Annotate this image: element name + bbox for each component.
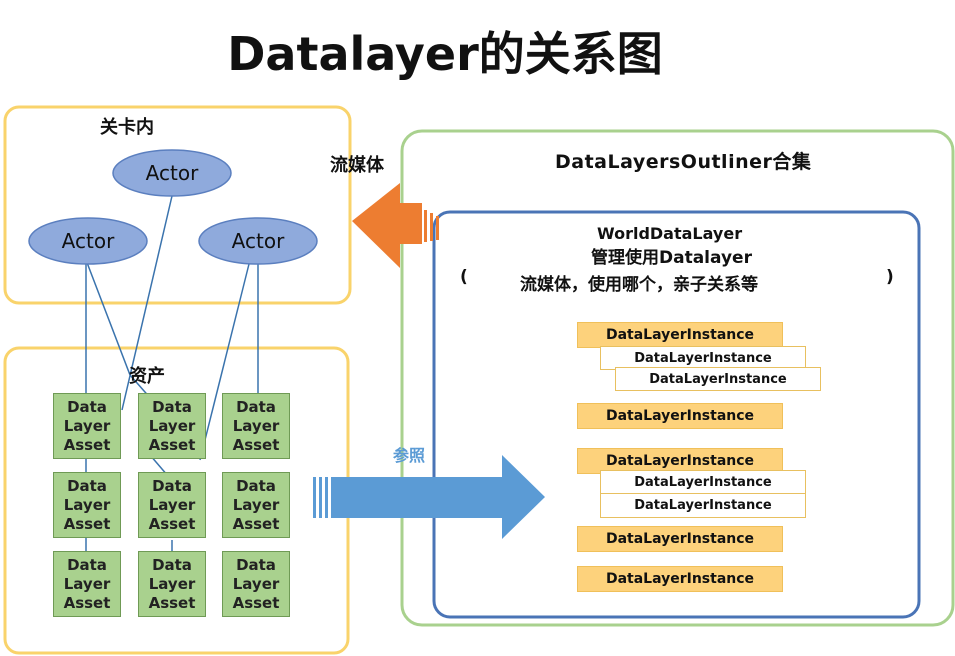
actor-right-label: Actor [232, 229, 285, 253]
world-data-layer-box [432, 210, 921, 619]
link-line [121, 195, 173, 411]
level-box [3, 105, 352, 305]
world-data-layer-name: WorldDataLayer [597, 224, 743, 243]
data-layer-instance: DataLayerInstance [577, 448, 783, 474]
actor-right: Actor [198, 217, 318, 265]
actor-top-label: Actor [146, 161, 199, 185]
data-layer-instance: DataLayerInstance [577, 526, 783, 552]
close-paren: ) [886, 267, 894, 287]
data-layer-instance: DataLayerInstance [577, 322, 783, 348]
actor-left-label: Actor [62, 229, 115, 253]
data-layer-instance-child: DataLayerInstance [600, 493, 806, 518]
reference-arrow [313, 455, 545, 539]
actor-top: Actor [112, 149, 232, 197]
open-paren: ( [460, 267, 468, 287]
data-layer-instance: DataLayerInstance [577, 566, 783, 592]
world-data-layer-desc: 流媒体，使用哪个，亲子关系等 [520, 275, 758, 295]
data-layer-instance-child: DataLayerInstance [600, 470, 806, 495]
link-line [199, 259, 251, 461]
streaming-arrow [352, 183, 439, 268]
link-line [85, 259, 131, 376]
data-layer-instance-grandchild: DataLayerInstance [615, 367, 821, 391]
outliner-label: DataLayersOutliner合集 [555, 151, 812, 173]
world-data-layer-subtitle: 管理使用Datalayer [591, 248, 752, 268]
actor-left: Actor [28, 217, 148, 265]
reference-label: 参照 [393, 446, 426, 465]
assets-label: 资产 [129, 366, 165, 387]
data-layer-instance-child: DataLayerInstance [600, 346, 806, 370]
outliner-box [400, 129, 955, 627]
level-label: 关卡内 [100, 117, 154, 138]
diagram-title: Datalayer的关系图 [227, 27, 663, 81]
streaming-label: 流媒体 [330, 155, 384, 176]
data-layer-instance: DataLayerInstance [577, 403, 783, 429]
